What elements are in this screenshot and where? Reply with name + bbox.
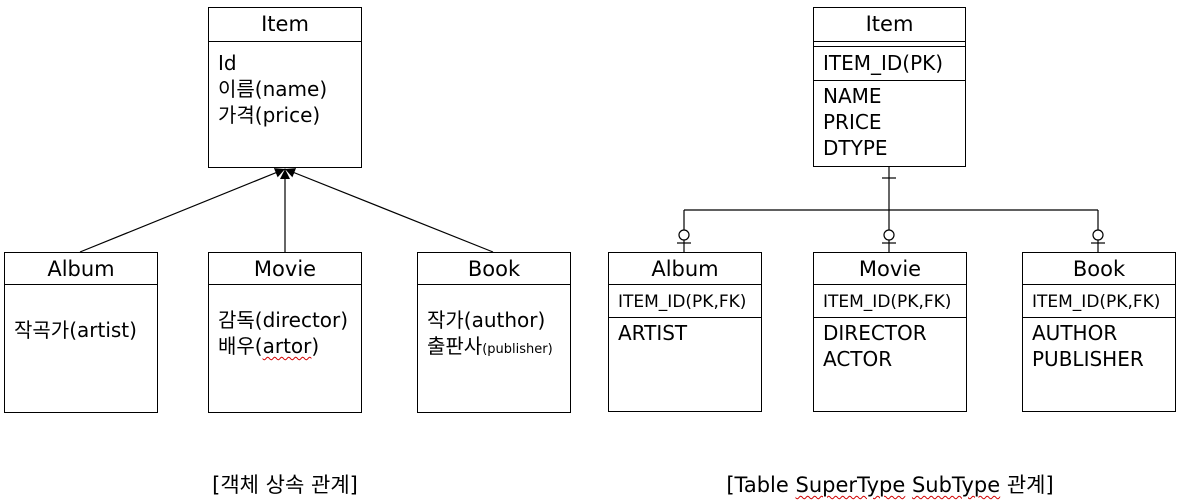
album-field-artist: 작곡가(artist) <box>14 318 137 342</box>
album-class-box: Album 작곡가(artist) <box>4 252 158 413</box>
book-inherits-line <box>284 168 494 253</box>
item-field-id: Id <box>218 51 237 75</box>
album-table-box: Album ITEM_ID(PK,FK) ARTIST <box>608 252 762 412</box>
table-model-caption: [Table SuperType SubType 관계] <box>726 473 1054 497</box>
item-table-title: Item <box>865 12 914 36</box>
book-col-author: AUTHOR <box>1032 321 1118 345</box>
item-col-name: NAME <box>823 84 882 108</box>
album-table-title: Album <box>651 257 719 281</box>
movie-table-box: Movie ITEM_ID(PK,FK) DIRECTOR ACTOR <box>813 252 967 412</box>
item-class-title: Item <box>261 12 309 36</box>
book-col-publisher: PUBLISHER <box>1032 347 1144 371</box>
album-table-key: ITEM_ID(PK,FK) <box>618 292 747 312</box>
book-field-publisher: 출판사(publisher) <box>427 334 553 358</box>
book-class-box: Book 작가(author) 출판사(publisher) <box>417 252 571 413</box>
movie-class-box: Movie 감독(director) 배우(artor) <box>208 252 362 413</box>
spellcheck-underline: artor <box>262 334 312 358</box>
item-table-box: Item ITEM_ID(PK) NAME PRICE DTYPE <box>813 7 966 167</box>
item-class-box: Item Id 이름(name) 가격(price) <box>208 7 362 168</box>
movie-col-director: DIRECTOR <box>823 321 927 345</box>
movie-table-title: Movie <box>858 257 922 281</box>
item-class-fields: Id 이름(name) 가격(price) <box>218 50 327 128</box>
book-table-title: Book <box>1072 257 1126 281</box>
book-class-title: Book <box>467 257 521 281</box>
item-table-key: ITEM_ID(PK) <box>823 51 944 75</box>
item-col-price: PRICE <box>823 110 882 134</box>
item-col-dtype: DTYPE <box>823 136 888 160</box>
movie-field-actor: 배우(artor) <box>218 334 320 358</box>
book-table-box: Book ITEM_ID(PK,FK) AUTHOR PUBLISHER <box>1022 252 1176 412</box>
album-inherits-line <box>79 168 286 253</box>
book-table-key: ITEM_ID(PK,FK) <box>1032 292 1161 312</box>
movie-col-actor: ACTOR <box>823 347 893 371</box>
item-field-name: 이름(name) <box>218 77 328 101</box>
item-field-price: 가격(price) <box>218 103 321 127</box>
object-model-caption: [객체 상속 관계] <box>212 473 358 497</box>
book-field-author: 작가(author) <box>427 308 546 332</box>
item-table-columns: NAME PRICE DTYPE <box>823 83 888 161</box>
movie-field-director: 감독(director) <box>218 308 349 332</box>
movie-table-key: ITEM_ID(PK,FK) <box>823 292 952 312</box>
album-class-title: Album <box>47 257 115 281</box>
movie-class-title: Movie <box>253 257 317 281</box>
album-col-artist: ARTIST <box>618 321 688 345</box>
er-relationship <box>677 167 1105 252</box>
